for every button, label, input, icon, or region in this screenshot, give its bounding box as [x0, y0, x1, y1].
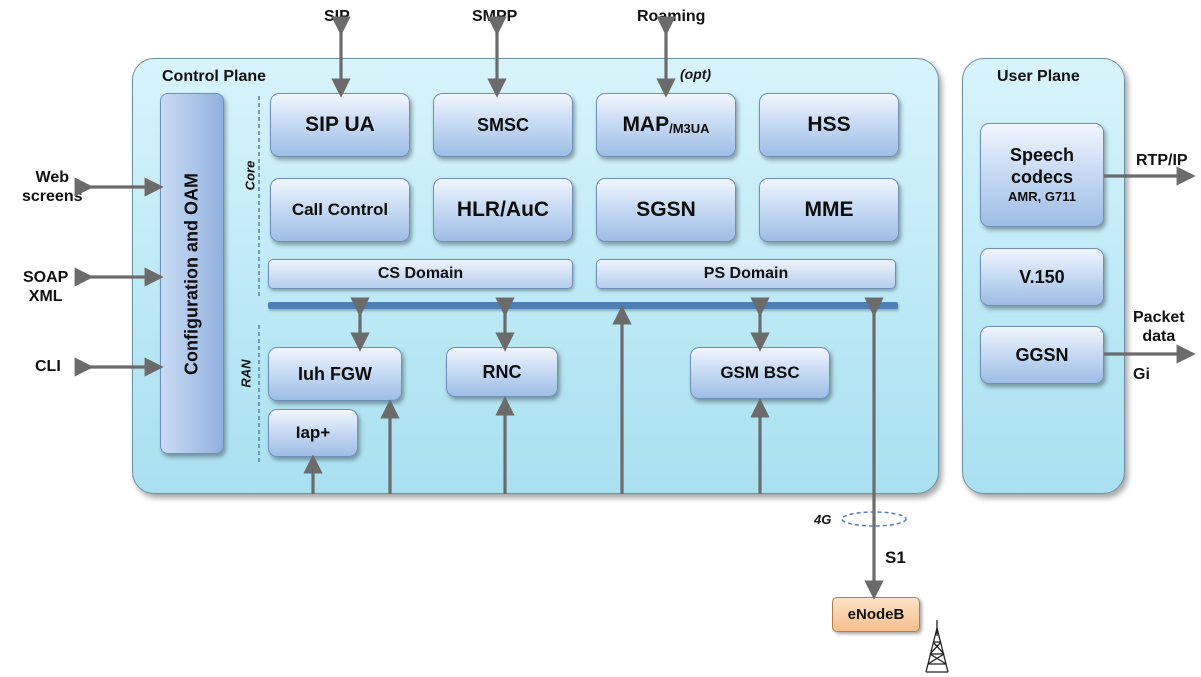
rnc-box: RNC [446, 347, 558, 397]
iap-plus-box: Iap+ [268, 409, 358, 457]
speech-line1: Speech [1009, 145, 1075, 165]
soap-line1: SOAP [23, 269, 69, 286]
soap-xml-label: SOAP XML [23, 268, 68, 306]
mme-box: MME [759, 178, 899, 242]
4g-label: 4G [814, 512, 832, 527]
packet-line1: Packet [1133, 309, 1185, 326]
gi-label: Gi [1133, 366, 1150, 383]
opt-label: (opt) [680, 66, 712, 82]
interconnect-bus [268, 302, 898, 309]
cell-tower-icon [925, 620, 949, 673]
configuration-oam-box: Configuration and OAM [160, 93, 224, 454]
s1-label: S1 [885, 548, 906, 567]
cs-domain-bar: CS Domain [268, 259, 573, 289]
web-screens-label: Web screens [22, 168, 83, 206]
web-line1: Web [35, 169, 69, 186]
ran-label: RAN [238, 359, 254, 388]
ggsn-box: GGSN [980, 326, 1104, 384]
sip-ua-box: SIP UA [270, 93, 410, 157]
smsc-box: SMSC [433, 93, 573, 157]
smpp-label: SMPP [472, 8, 518, 25]
sip-label: SIP [324, 8, 350, 25]
hss-box: HSS [759, 93, 899, 157]
user-plane-title: User Plane [997, 68, 1080, 85]
enodeb-box: eNodeB [832, 597, 920, 632]
gsm-bsc-box: GSM BSC [690, 347, 830, 399]
ps-domain-bar: PS Domain [596, 259, 896, 289]
v150-box: V.150 [980, 248, 1104, 306]
4g-ellipse [841, 511, 907, 527]
iuh-fgw-box: Iuh FGW [268, 347, 402, 401]
speech-codecs-box: Speech codecs AMR, G711 [980, 123, 1104, 227]
speech-sub: AMR, G711 [1008, 189, 1076, 204]
configuration-oam-label: Configuration and OAM [181, 172, 202, 375]
hlr-auc-box: HLR/AuC [433, 178, 573, 242]
core-label: Core [242, 160, 258, 191]
rtp-ip-label: RTP/IP [1136, 152, 1188, 169]
cli-label: CLI [35, 358, 61, 375]
soap-line2: XML [28, 288, 63, 305]
speech-line2: codecs [1010, 167, 1074, 187]
sgsn-box: SGSN [596, 178, 736, 242]
control-plane-title: Control Plane [162, 68, 267, 85]
packet-data-label: Packet data [1133, 308, 1185, 346]
packet-line2: data [1142, 328, 1176, 345]
map-m3ua-box: MAP/M3UA [596, 93, 736, 157]
call-control-box: Call Control [270, 178, 410, 242]
m3ua-label: /M3UA [669, 120, 710, 136]
web-line2: screens [22, 188, 83, 205]
map-label: MAP [622, 113, 670, 136]
roaming-label: Roaming [637, 8, 706, 25]
